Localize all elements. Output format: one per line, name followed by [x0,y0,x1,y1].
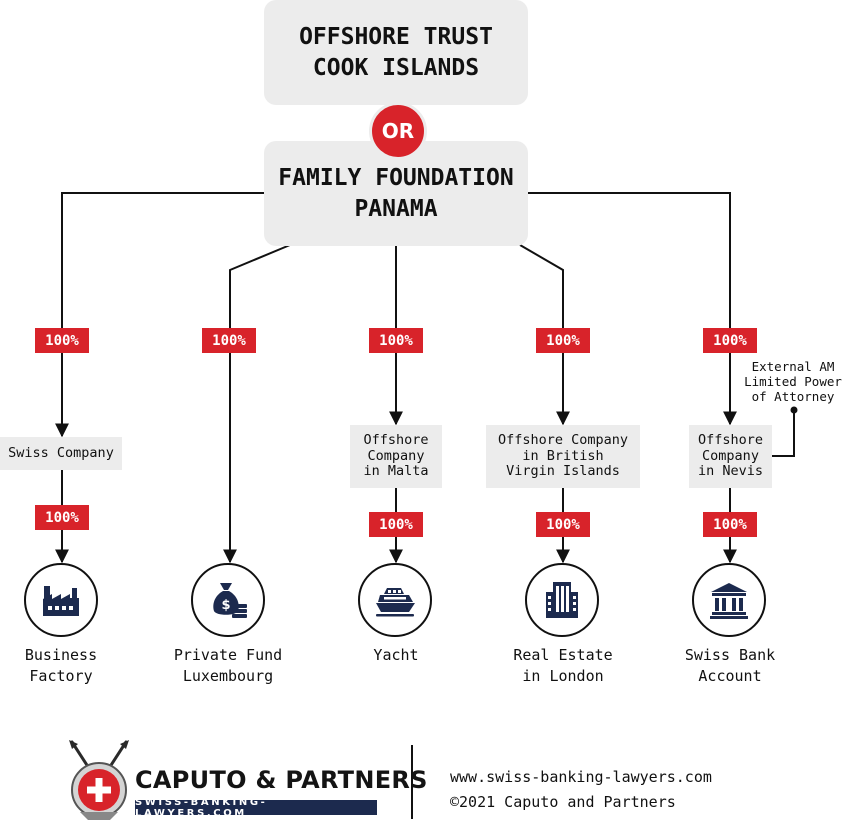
connector-bvi [519,244,570,426]
asset-line: in London [522,667,604,685]
asset-line: Real Estate [513,646,613,664]
percent-badge: 100% [703,328,757,353]
intermediate-line: Offshore Company [497,432,629,449]
asset-line: Luxembourg [182,667,274,685]
building-icon [546,582,578,618]
intermediate-line: in British [522,447,604,464]
asset-circle-fund: $ [191,563,265,637]
intermediate-line: Company [702,447,759,464]
asset-label-bank: Swiss Bank Account [660,645,800,687]
asset-label-realestate: Real Estate in London [493,645,633,687]
asset-line: Yacht [373,646,419,664]
nevis-company-box: Offshore Company in Nevis [689,425,772,488]
percent-badge: 100% [35,505,89,530]
factory-icon [43,586,79,616]
connector-fund [223,244,291,564]
trust-line-2: COOK ISLANDS [312,54,480,81]
percent-badge: 100% [369,512,423,537]
annotation-dot [790,406,798,414]
asset-label-factory: Business Factory [0,645,131,687]
intermediate-line: Virgin Islands [506,463,620,480]
foundation-line-2: PANAMA [354,195,438,222]
brand-tagline: SWISS-BANKING-LAWYERS.COM [135,797,377,819]
bank-icon [710,583,748,619]
percent-badge: 100% [536,512,590,537]
yacht-icon [376,588,415,617]
money-bag-icon: $ [213,583,247,618]
website-link[interactable]: www.swiss-banking-lawyers.com [450,768,712,786]
brand-name: CAPUTO & PARTNERS [135,766,428,794]
bvi-company-box: Offshore Company in British Virgin Islan… [486,425,640,488]
asset-circle-factory [24,563,98,637]
svg-text:$: $ [221,598,230,613]
swiss-company-box: Swiss Company [0,437,122,470]
percent-badge: 100% [202,328,256,353]
percent-badge: 100% [369,328,423,353]
external-am-annotation: External AM Limited Power of Attorney [741,359,845,404]
or-badge: OR [369,102,427,160]
swiss-cross-logo [69,740,129,820]
asset-line: Business [24,646,98,664]
asset-line: Private Fund [173,646,283,664]
trust-line-1: OFFSHORE TRUST [299,23,493,50]
asset-line: Account [698,667,762,685]
intermediate-line: Swiss Company [8,444,114,461]
asset-line: Swiss Bank [684,646,776,664]
asset-circle-realestate [525,563,599,637]
percent-badge: 100% [35,328,89,353]
intermediate-line: Offshore [363,432,429,449]
asset-label-yacht: Yacht [326,645,466,666]
foundation-line-1: FAMILY FOUNDATION [278,164,514,191]
annotation-line: Limited Power [744,374,842,389]
intermediate-line: in Malta [363,463,429,480]
intermediate-line: Offshore [697,432,764,449]
intermediate-line: Company [367,447,425,464]
connector-swiss [55,192,264,438]
connector-annotation [772,410,795,457]
asset-circle-bank [692,563,766,637]
annotation-line: External AM [751,359,835,374]
offshore-trust-box: OFFSHORE TRUST COOK ISLANDS [264,0,528,105]
intermediate-line: in Nevis [697,463,764,480]
connector-nevis [527,192,737,426]
percent-badge: 100% [703,512,757,537]
copyright-text: ©2021 Caputo and Partners [450,793,676,811]
malta-company-box: Offshore Company in Malta [350,425,442,488]
asset-line: Factory [29,667,93,685]
annotation-line: of Attorney [751,389,835,404]
percent-badge: 100% [536,328,590,353]
asset-circle-yacht [358,563,432,637]
footer-divider [411,745,413,819]
asset-label-fund: Private Fund Luxembourg [158,645,298,687]
